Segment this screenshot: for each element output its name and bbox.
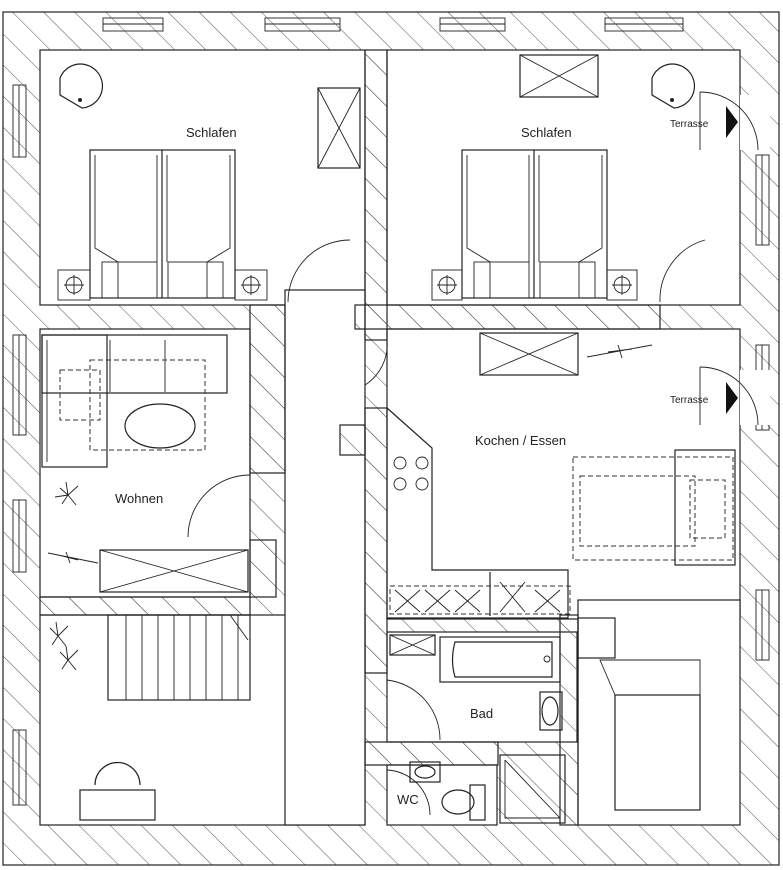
bedroom-furniture bbox=[57, 54, 696, 301]
label-wohnen: Wohnen bbox=[115, 491, 163, 506]
wohnen-furniture bbox=[41, 334, 249, 593]
room-labels: Schlafen Schlafen Wohnen Kochen / Essen … bbox=[115, 119, 709, 807]
staircase bbox=[49, 614, 251, 821]
label-terrasse-upper: Terrasse bbox=[670, 119, 709, 130]
room-wohnen bbox=[39, 328, 251, 598]
room-bad bbox=[386, 631, 578, 743]
room-interiors bbox=[39, 49, 741, 826]
room-schlafen-left bbox=[39, 49, 366, 306]
label-kochen-essen: Kochen / Essen bbox=[475, 433, 566, 448]
label-schlafen-left: Schlafen bbox=[186, 125, 237, 140]
internal-walls bbox=[39, 49, 661, 826]
label-bad: Bad bbox=[470, 706, 493, 721]
label-schlafen-right: Schlafen bbox=[521, 125, 572, 140]
label-terrasse-lower: Terrasse bbox=[670, 395, 709, 406]
room-kochen bbox=[386, 328, 741, 620]
terrace-doors bbox=[699, 91, 770, 426]
label-wc: WC bbox=[397, 792, 419, 807]
door-swings bbox=[187, 239, 706, 816]
room-schlafen-right bbox=[386, 49, 741, 306]
bathroom-fixtures bbox=[389, 634, 566, 824]
room-corridor bbox=[284, 289, 366, 826]
room-east-lower bbox=[577, 599, 741, 826]
kitchen-furniture bbox=[386, 332, 736, 811]
